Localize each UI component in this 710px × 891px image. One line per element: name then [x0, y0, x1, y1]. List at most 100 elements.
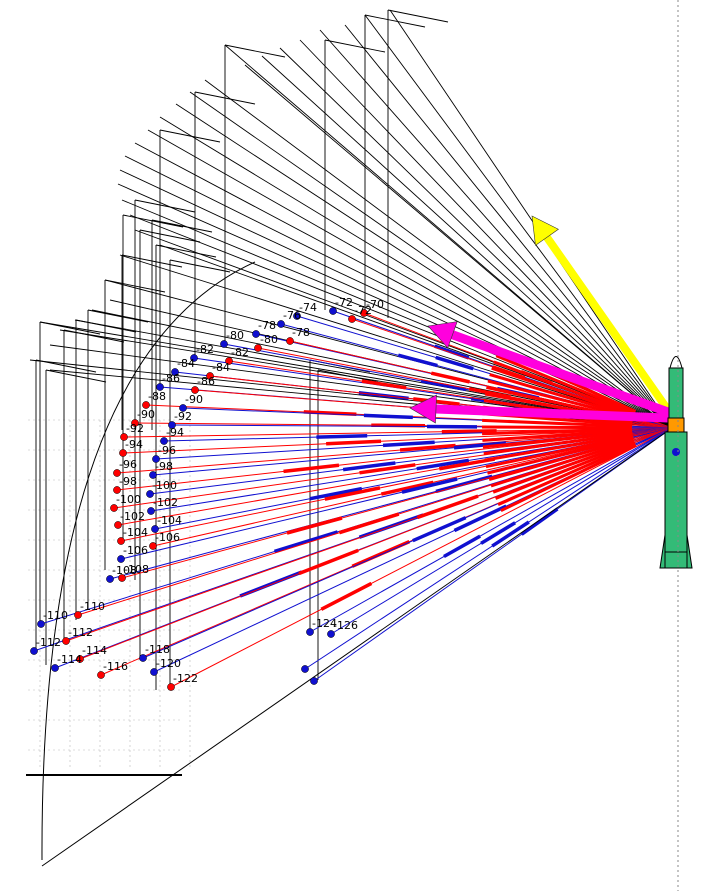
magenta-arrow-lower: [409, 394, 673, 424]
arrow-shaft: [542, 233, 672, 414]
sample-point: [286, 337, 294, 345]
ray-thick-segment: [443, 534, 481, 559]
point-label: -96: [119, 458, 137, 471]
red-burst-line: [481, 425, 633, 430]
point-label: -90: [137, 408, 155, 421]
ray-thick-segment: [416, 494, 479, 520]
sample-point: [51, 664, 59, 672]
red-burst-line: [489, 373, 635, 419]
fan-line: [175, 103, 673, 429]
post-top-line: [75, 319, 137, 333]
fan-line: [129, 214, 673, 429]
fan-line: [364, 14, 673, 429]
ray-thick-segment: [320, 581, 373, 611]
sector-edge: [41, 427, 673, 867]
fan-line: [344, 24, 673, 429]
arrow-head: [531, 215, 559, 246]
ray-thick-segment: [316, 434, 368, 439]
red-burst-line: [497, 442, 637, 506]
ray-line: [309, 427, 673, 633]
point-label: -122: [173, 672, 198, 685]
point-label: -102: [153, 496, 178, 509]
post-top-line: [169, 259, 231, 273]
sample-point: [150, 668, 158, 676]
rocket-nose: [669, 356, 683, 369]
post-top-line: [122, 214, 184, 228]
sample-point: [147, 507, 155, 515]
point-label: -102: [120, 510, 145, 523]
red-burst-line: [495, 354, 636, 415]
fan-line: [299, 39, 673, 429]
ray-thick-segment: [303, 410, 357, 416]
fan-line: [319, 29, 673, 429]
ray-thick-segment: [361, 379, 407, 390]
sample-point: [114, 521, 122, 529]
post-top-line: [155, 244, 217, 258]
sample-point: [156, 383, 164, 391]
yellow-arrow: [531, 215, 672, 414]
point-label: -78: [258, 319, 276, 332]
sample-point: [117, 537, 125, 545]
ray-thick-segment: [430, 371, 470, 384]
ray-thick-segment: [412, 516, 467, 543]
point-label: -86: [197, 375, 215, 388]
sample-point: [277, 320, 285, 328]
point-label: -108: [124, 563, 149, 576]
point-label: -100: [152, 479, 177, 492]
point-label: -126: [333, 619, 358, 632]
point-label: -70: [366, 298, 384, 311]
ray-thick-segment: [468, 387, 511, 399]
point-label: -120: [156, 657, 181, 670]
sample-point: [106, 575, 114, 583]
ray-thick-segment: [359, 463, 416, 475]
fan-line: [159, 116, 673, 429]
sample-point: [37, 620, 45, 628]
point-label: -80: [260, 333, 278, 346]
rocket-fin-right: [686, 534, 693, 569]
red-burst-line: [491, 366, 635, 417]
red-burst-line: [482, 427, 633, 436]
point-label: -74: [299, 301, 317, 314]
sample-point: [327, 630, 335, 638]
ray-thick-segment: [401, 477, 458, 494]
sample-point: [152, 455, 160, 463]
ray-line: [304, 427, 673, 670]
ray-thick-segment: [382, 440, 435, 448]
post-top-line: [194, 91, 256, 105]
point-label: -114: [57, 653, 82, 666]
sample-point: [139, 654, 147, 662]
fan-line: [189, 91, 673, 429]
post-top-line: [87, 309, 149, 323]
ray-thick-segment: [309, 486, 363, 501]
ray-thick-segment: [380, 480, 434, 496]
post-top-line: [364, 14, 426, 28]
ray-thick-segment: [399, 443, 456, 452]
sample-point: [142, 401, 150, 409]
sample-point: [167, 683, 175, 691]
red-burst-line: [493, 360, 636, 416]
ray-thick-segment: [416, 458, 470, 471]
red-burst-line: [482, 430, 633, 449]
black-fan-lines: [29, 9, 673, 690]
point-label: -84: [177, 357, 195, 370]
point-label: -78: [292, 326, 310, 339]
point-label: -104: [123, 526, 148, 539]
point-label: -116: [103, 660, 128, 673]
point-label: -112: [36, 636, 61, 649]
sample-point: [118, 574, 126, 582]
post-top-line: [317, 369, 379, 383]
ray-thick-segment: [435, 474, 493, 494]
point-label: -92: [126, 422, 144, 435]
ray-thick-segment: [338, 512, 400, 535]
red-burst-line: [490, 438, 635, 488]
red-burst-line: [483, 431, 633, 456]
grid-lines: [28, 419, 191, 770]
ray-thick-segment: [420, 379, 467, 392]
red-burst-line: [488, 437, 634, 482]
point-labels: -72-74-72-70-78-76-78-80-80-82-82-84-84-…: [36, 296, 384, 685]
point-label: -96: [158, 444, 176, 457]
post-top-line: [63, 329, 125, 343]
ray-thick-segment: [520, 507, 559, 536]
ray-thick-segment: [434, 344, 470, 360]
